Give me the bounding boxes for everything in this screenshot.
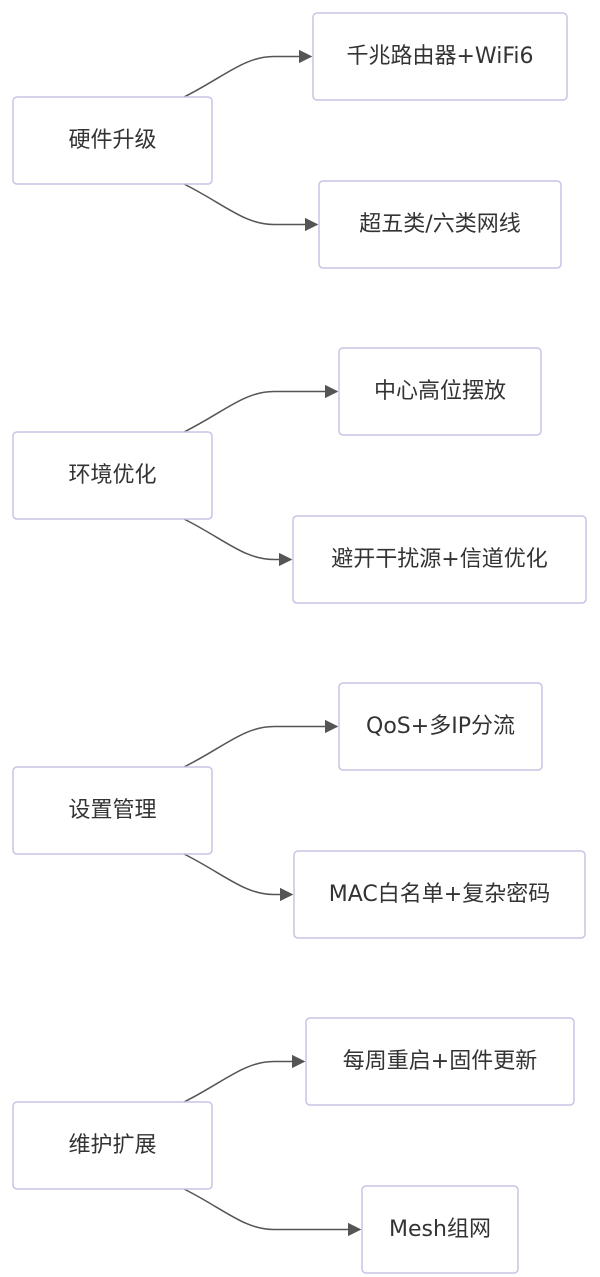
- edges-layer: [183, 49, 362, 1237]
- node-box: [338, 347, 542, 436]
- edge-environment-to-placement: [183, 384, 339, 433]
- edge-hardware-to-cable: [183, 183, 319, 232]
- node-label: MAC白名单+复杂密码: [329, 882, 550, 907]
- node-box: [318, 180, 562, 269]
- node-label: 千兆路由器+WiFi6: [347, 44, 534, 69]
- node-qos: QoS+多IP分流: [338, 682, 543, 771]
- node-hardware: 硬件升级: [12, 96, 213, 185]
- node-box: [12, 96, 213, 185]
- node-label: 维护扩展: [68, 1133, 156, 1158]
- node-box: [12, 431, 213, 520]
- node-label: QoS+多IP分流: [366, 714, 515, 739]
- edge-environment-to-interference: [183, 518, 293, 567]
- node-box: [12, 766, 213, 855]
- node-mesh: Mesh组网: [361, 1185, 519, 1274]
- node-box: [338, 682, 543, 771]
- node-placement: 中心高位摆放: [338, 347, 542, 436]
- node-interference: 避开干扰源+信道优化: [292, 515, 587, 604]
- node-label: 硬件升级: [68, 128, 156, 153]
- edge-settings-to-mac: [183, 853, 294, 902]
- edge-maintenance-to-mesh: [183, 1188, 362, 1237]
- node-label: 中心高位摆放: [374, 379, 506, 404]
- node-label: 环境优化: [68, 463, 156, 488]
- node-cable: 超五类/六类网线: [318, 180, 562, 269]
- node-settings: 设置管理: [12, 766, 213, 855]
- node-label: 设置管理: [68, 798, 156, 823]
- node-label: 避开干扰源+信道优化: [331, 547, 547, 572]
- node-box: [305, 1017, 575, 1106]
- node-box: [12, 1101, 213, 1190]
- node-box: [361, 1185, 519, 1274]
- node-label: 超五类/六类网线: [359, 212, 520, 237]
- node-box: [293, 850, 586, 939]
- node-router: 千兆路由器+WiFi6: [312, 12, 568, 101]
- edge-maintenance-to-reboot: [183, 1054, 306, 1103]
- edge-settings-to-qos: [183, 719, 339, 768]
- node-label: 每周重启+固件更新: [343, 1049, 537, 1074]
- edge-hardware-to-router: [183, 49, 313, 98]
- node-reboot: 每周重启+固件更新: [305, 1017, 575, 1106]
- node-environment: 环境优化: [12, 431, 213, 520]
- node-mac: MAC白名单+复杂密码: [293, 850, 586, 939]
- node-maintenance: 维护扩展: [12, 1101, 213, 1190]
- node-box: [292, 515, 587, 604]
- node-label: Mesh组网: [389, 1217, 491, 1242]
- node-box: [312, 12, 568, 101]
